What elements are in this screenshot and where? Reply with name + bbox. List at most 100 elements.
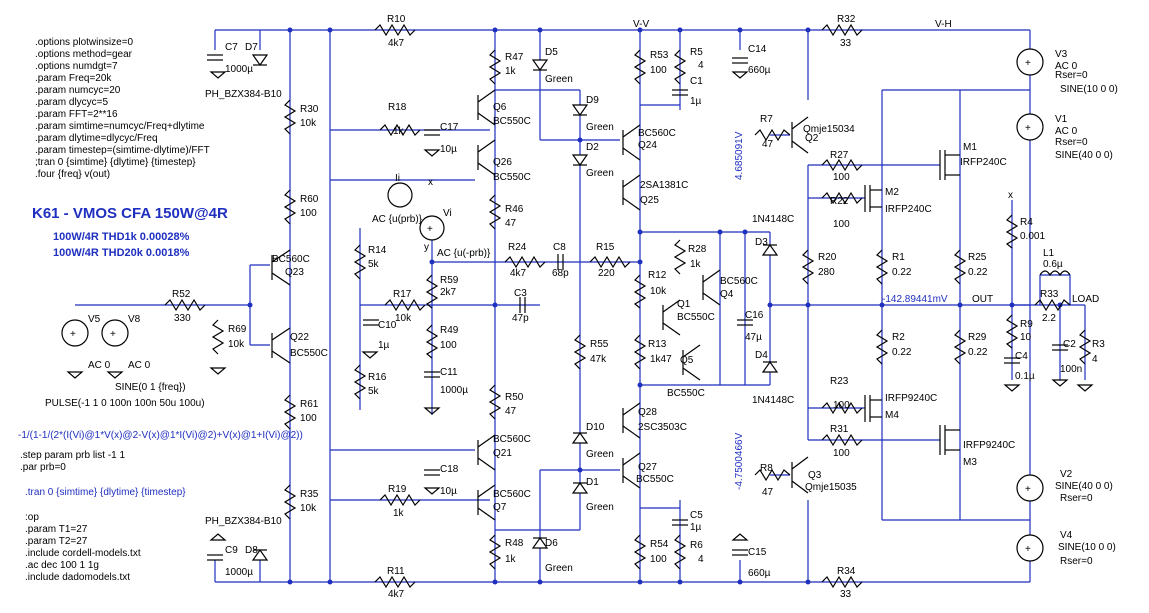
svg-text:Q26: Q26 xyxy=(493,157,512,168)
svg-text:AC 0: AC 0 xyxy=(128,360,151,371)
svg-text:IRFP9240C: IRFP9240C xyxy=(885,393,937,404)
svg-text:5k: 5k xyxy=(368,386,380,397)
svg-text:Green: Green xyxy=(545,563,573,574)
svg-text:330: 330 xyxy=(174,313,191,324)
svg-text:Q2: Q2 xyxy=(805,133,819,144)
directive-line: .param FFT=2**16 xyxy=(35,109,118,120)
directive-line: .param dlycyc=5 xyxy=(35,97,109,108)
directive-line: .param dlytime=dlycyc/Freq xyxy=(35,133,158,144)
svg-text:10µ: 10µ xyxy=(440,486,457,497)
svg-text:R61: R61 xyxy=(300,399,319,410)
directive-line: ;tran 0 {simtime} {dlytime} {timestep} xyxy=(35,157,196,168)
svg-text:C14: C14 xyxy=(748,44,767,55)
svg-text:1000µ: 1000µ xyxy=(440,385,468,396)
svg-text:R30: R30 xyxy=(300,104,319,115)
svg-text:AC {u(-prb)}: AC {u(-prb)} xyxy=(437,248,491,259)
svg-text:R46: R46 xyxy=(505,204,524,215)
directive-line: .param numcyc=20 xyxy=(35,85,121,96)
svg-text:100: 100 xyxy=(833,219,850,230)
svg-text:0.22: 0.22 xyxy=(968,347,988,358)
svg-text:V2: V2 xyxy=(1060,469,1073,480)
svg-text:Qmje15034: Qmje15034 xyxy=(803,124,855,135)
svg-text:Q27: Q27 xyxy=(638,462,657,473)
svg-text:M1: M1 xyxy=(963,142,977,153)
svg-text:Q1: Q1 xyxy=(677,299,691,310)
svg-text:R9: R9 xyxy=(1020,319,1033,330)
svg-text:Green: Green xyxy=(586,449,614,460)
svg-text:Q4: Q4 xyxy=(720,289,734,300)
svg-text:M3: M3 xyxy=(963,457,977,468)
source-labels: V5 V8 AC 0 AC 0 SINE(0 1 {freq}) PULSE(-… xyxy=(45,49,1118,567)
net-out: OUT xyxy=(972,294,993,305)
svg-text:D10: D10 xyxy=(586,422,605,433)
svg-text:C2: C2 xyxy=(1063,339,1076,350)
junctions xyxy=(247,27,1063,585)
svg-text:BC550C: BC550C xyxy=(636,474,674,485)
svg-text:R8: R8 xyxy=(760,463,773,474)
step-directive: .step param prb list -1 1 xyxy=(20,450,125,461)
svg-text:1k47: 1k47 xyxy=(650,354,672,365)
spice-directives-top: .options plotwinsize=0 .options method=g… xyxy=(35,37,210,180)
svg-text:Q22: Q22 xyxy=(290,332,309,343)
thd-line-20k: 100W/4R THD20k 0.0018% xyxy=(53,247,190,259)
svg-text:100n: 100n xyxy=(1060,364,1082,375)
svg-text:BC560C: BC560C xyxy=(493,434,531,445)
svg-text:280: 280 xyxy=(818,267,835,278)
directive-line: :op xyxy=(25,512,39,523)
svg-text:R49: R49 xyxy=(440,325,459,336)
inductor-labels: L10.6µ xyxy=(1043,248,1063,270)
svg-text:100: 100 xyxy=(833,400,850,411)
svg-text:R15: R15 xyxy=(596,242,615,253)
svg-text:C9: C9 xyxy=(225,545,238,556)
svg-text:R47: R47 xyxy=(505,52,524,63)
svg-text:+: + xyxy=(1025,544,1031,555)
directive-line: .options plotwinsize=0 xyxy=(35,37,134,48)
svg-text:BC550C: BC550C xyxy=(677,312,715,323)
svg-text:SINE(10 0 0): SINE(10 0 0) xyxy=(1058,542,1116,553)
ground-symbols xyxy=(66,71,1094,541)
net-vv: V-V xyxy=(633,19,649,30)
directive-line: .param timestep=(simtime-dlytime)/FFT xyxy=(35,145,210,156)
svg-text:47p: 47p xyxy=(512,313,529,324)
svg-text:BC560C: BC560C xyxy=(720,276,758,287)
svg-text:C11: C11 xyxy=(440,367,458,378)
svg-text:D5: D5 xyxy=(545,47,558,58)
svg-text:660µ: 660µ xyxy=(748,568,771,579)
svg-text:SINE(10 0 0): SINE(10 0 0) xyxy=(1060,84,1118,95)
svg-text:+: + xyxy=(1025,58,1031,69)
svg-text:Rser=0: Rser=0 xyxy=(1055,137,1088,148)
svg-text:Q28: Q28 xyxy=(638,407,657,418)
directive-line: .four {freq} v(out) xyxy=(35,169,110,180)
svg-text:1µ: 1µ xyxy=(690,96,702,107)
svg-text:4: 4 xyxy=(698,60,704,71)
svg-text:68p: 68p xyxy=(552,268,569,279)
svg-text:+: + xyxy=(1025,123,1031,134)
svg-text:0.6µ: 0.6µ xyxy=(1043,259,1063,270)
svg-text:Q7: Q7 xyxy=(493,502,507,513)
q27-voltage: -4.7500466V xyxy=(734,432,745,490)
svg-text:R22: R22 xyxy=(830,196,849,207)
net-load: LOAD xyxy=(1072,294,1099,305)
svg-text:C3: C3 xyxy=(514,288,527,299)
svg-text:R32: R32 xyxy=(837,14,856,25)
svg-text:R55: R55 xyxy=(590,339,609,350)
svg-text:D9: D9 xyxy=(586,95,599,106)
q24-voltage: 4.685091V xyxy=(734,131,745,180)
svg-text:IRFP240C: IRFP240C xyxy=(885,204,932,215)
svg-text:+: + xyxy=(110,329,116,340)
svg-text:1N4148C: 1N4148C xyxy=(752,395,794,406)
out-voltage: -142.89441mV xyxy=(882,294,948,305)
svg-text:1k: 1k xyxy=(393,126,405,137)
svg-text:R54: R54 xyxy=(650,539,669,550)
svg-text:BC560C: BC560C xyxy=(638,128,676,139)
svg-text:R11: R11 xyxy=(387,566,405,577)
svg-text:100: 100 xyxy=(440,340,457,351)
svg-text:+: + xyxy=(427,224,433,235)
svg-text:Rser=0: Rser=0 xyxy=(1055,70,1088,81)
net-vh: V-H xyxy=(935,19,952,30)
directive-line: .include dadomodels.txt xyxy=(25,572,130,583)
svg-text:D2: D2 xyxy=(586,142,599,153)
svg-text:R52: R52 xyxy=(172,289,191,300)
svg-text:AC {u(prb)}: AC {u(prb)} xyxy=(372,214,423,225)
